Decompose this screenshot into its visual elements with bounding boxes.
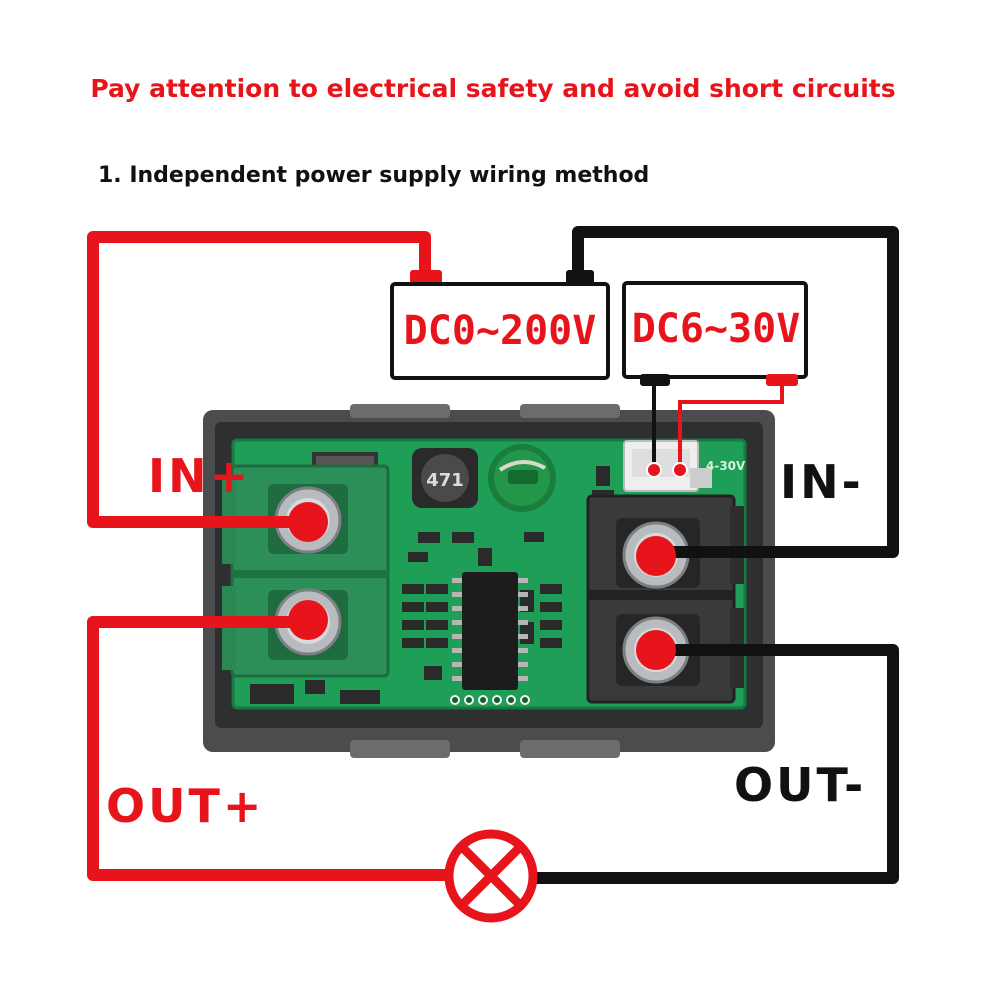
method-title: 1. Independent power supply wiring metho… <box>98 163 649 188</box>
supply-box-module: DC6~30V <box>622 281 808 386</box>
box-terminal-negative <box>566 270 594 284</box>
connection-dots <box>288 462 688 670</box>
dot-out-minus <box>636 630 676 670</box>
black-wire-out-minus <box>531 644 899 884</box>
label-in-plus: IN+ <box>148 449 251 503</box>
box-terminal-positive <box>410 270 442 284</box>
bezel-clip <box>520 740 620 758</box>
red-wire-out-plus <box>87 616 451 881</box>
label-out-plus: OUT+ <box>106 779 264 833</box>
bezel-clip <box>350 740 450 758</box>
right-terminal-block <box>586 494 744 704</box>
smd-bottom-diode <box>250 684 294 704</box>
module-power-wires <box>652 380 784 470</box>
smd-bottom-part <box>305 680 325 694</box>
box-outline <box>390 282 610 380</box>
connector-marking: 4-30V <box>706 459 746 473</box>
bezel-clip <box>520 404 620 418</box>
meter-module: 471 4-30V <box>203 404 775 758</box>
dot-in-plus <box>288 502 328 542</box>
jst-connector <box>623 440 712 492</box>
wires <box>87 226 899 884</box>
black-wire-in-minus <box>572 226 899 558</box>
pin-header <box>450 695 530 705</box>
bezel-clip <box>350 404 450 418</box>
supply-box-measured: DC0~200V <box>390 270 610 380</box>
capacitor <box>488 444 556 512</box>
box-terminal-negative <box>640 374 670 386</box>
ic-chip <box>452 572 528 690</box>
label-out-minus: OUT- <box>734 758 866 812</box>
supply-measured-label: DC0~200V <box>404 308 597 354</box>
inductor-marking: 471 <box>426 470 464 491</box>
dot-module-positive <box>672 462 688 478</box>
module-power-positive-wire <box>678 380 784 470</box>
red-wire-in-plus <box>87 231 431 528</box>
lamp-icon <box>444 829 538 923</box>
inductor: 471 <box>412 448 478 508</box>
supply-module-label: DC6~30V <box>632 306 801 352</box>
box-outline <box>622 281 808 379</box>
label-in-minus: IN- <box>780 455 864 509</box>
box-terminal-positive <box>766 374 798 386</box>
dot-module-negative <box>646 462 662 478</box>
safety-warning: Pay attention to electrical safety and a… <box>90 74 895 103</box>
dot-out-plus <box>288 600 328 640</box>
dot-in-minus <box>636 536 676 576</box>
